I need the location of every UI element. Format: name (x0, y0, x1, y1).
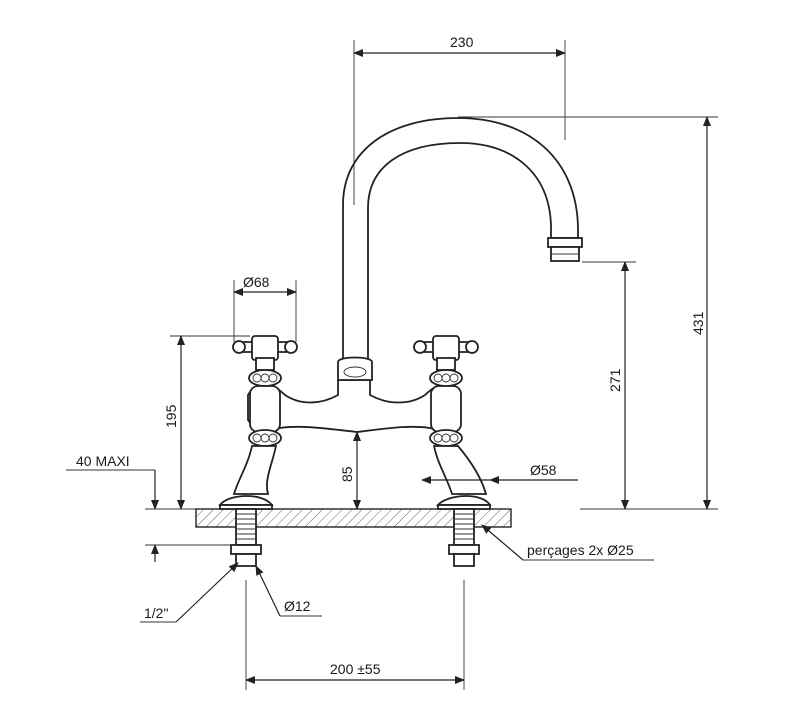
dimension-spout-reach: 230 (353, 34, 566, 205)
dimension-center-distance: 200 ±55 (245, 580, 465, 690)
dimension-body-height: 85 (339, 431, 361, 510)
label-pipe-diameter: Ø12 (284, 598, 311, 614)
dimension-max-thickness: 40 MAXI (66, 453, 231, 562)
label-thread: 1/2" (144, 605, 168, 621)
label-max-thickness: 40 MAXI (76, 453, 130, 469)
label-drillings: perçages 2x Ø25 (527, 542, 634, 558)
label-spout-height: 271 (607, 368, 623, 392)
label-spout-reach: 230 (450, 34, 474, 50)
leader-thread: 1/2" (140, 562, 239, 623)
label-tap-height: 195 (163, 404, 179, 428)
dimension-total-height: 431 (458, 116, 718, 510)
label-body-height: 85 (339, 466, 355, 482)
right-tap (413, 335, 492, 567)
label-handle-diameter: Ø68 (243, 274, 270, 290)
dimension-handle-diameter: Ø68 (233, 274, 297, 342)
spout (342, 117, 583, 363)
leader-drillings: perçages 2x Ø25 (481, 524, 654, 561)
dimension-base-diameter: Ø58 (421, 462, 578, 484)
left-tap (218, 335, 298, 567)
dimension-spout-height: 271 (582, 261, 636, 510)
label-center-distance: 200 ±55 (330, 661, 381, 677)
dimension-tap-height: 195 (163, 335, 250, 510)
leader-pipe-diameter: Ø12 (255, 565, 322, 617)
label-base-diameter: Ø58 (530, 462, 557, 478)
label-total-height: 431 (690, 311, 706, 335)
